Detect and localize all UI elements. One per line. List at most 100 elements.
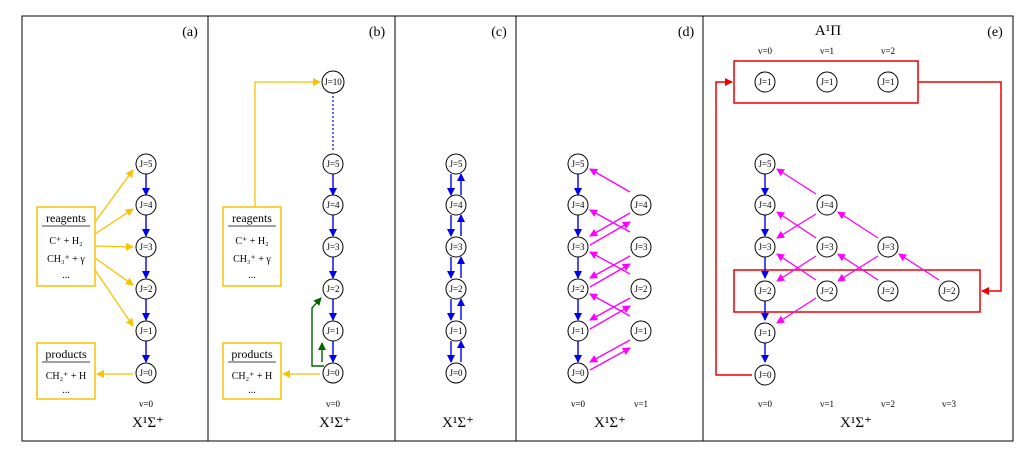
- level-j4: J=4: [445, 194, 467, 216]
- svg-text:J=3: J=3: [326, 242, 340, 252]
- v-label: v=0: [571, 399, 586, 409]
- state-label: X¹Σ⁺: [132, 415, 164, 431]
- svg-text:J=4: J=4: [449, 200, 463, 210]
- svg-text:J=3: J=3: [758, 242, 772, 252]
- svg-text:J=1: J=1: [571, 326, 584, 336]
- upper-v-label: v=0: [758, 46, 773, 56]
- v-label: v=1: [634, 399, 648, 409]
- v-label: v=0: [139, 399, 154, 409]
- vibrational-arrow: [589, 255, 631, 279]
- svg-text:J=4: J=4: [758, 200, 772, 210]
- level-j5: J=5: [567, 153, 589, 175]
- level-j0: J=0: [135, 362, 157, 384]
- products-line2: ...: [248, 385, 256, 396]
- level-j10: J=10: [321, 70, 345, 94]
- level-v1-j2: J=2: [816, 280, 838, 302]
- vibrational-arrow: [898, 253, 940, 281]
- reagents-line3: ...: [62, 270, 70, 281]
- state-label: X¹Σ⁺: [319, 415, 351, 431]
- svg-text:J=2: J=2: [942, 286, 955, 296]
- level-j1: J=1: [135, 320, 157, 342]
- svg-text:J=3: J=3: [139, 242, 153, 252]
- state-label: X¹Σ⁺: [594, 415, 626, 431]
- svg-text:J=2: J=2: [139, 284, 152, 294]
- reagents-box: [222, 206, 282, 287]
- level-j0: J=0: [322, 362, 344, 384]
- level-j3: J=3: [322, 236, 344, 258]
- products-title: products: [231, 347, 273, 361]
- reagents-line1: C⁺ + H₂: [49, 236, 82, 247]
- level-upper-v1-j1: J=1: [816, 71, 838, 93]
- svg-text:J=0: J=0: [571, 368, 585, 378]
- reagents-line1: C⁺ + H₂: [235, 236, 268, 247]
- level-j3: J=3: [567, 236, 589, 258]
- level-j2: J=2: [322, 278, 344, 300]
- level-j1: J=1: [445, 320, 467, 342]
- vibrational-arrow: [589, 305, 631, 330]
- svg-text:J=4: J=4: [326, 200, 340, 210]
- products-box: [222, 342, 282, 400]
- vibrational-arrow: [589, 212, 631, 237]
- svg-text:J=0: J=0: [449, 368, 463, 378]
- vibrational-arrow: [589, 263, 631, 288]
- svg-text:J=4: J=4: [634, 200, 648, 210]
- level-j3: J=3: [445, 236, 467, 258]
- level-v1-j4: J=4: [816, 194, 838, 216]
- level-j0: J=0: [567, 362, 589, 384]
- svg-text:J=1: J=1: [326, 326, 339, 336]
- panel-a: reagents C⁺ + H₂ CH₃⁺ + γ ... products C…: [36, 153, 164, 431]
- formation-arrow: [94, 242, 134, 251]
- state-label: X¹Σ⁺: [840, 415, 872, 431]
- decay-arrow: [918, 81, 1002, 295]
- panel-e-frame: [702, 15, 1014, 442]
- svg-text:J=5: J=5: [139, 159, 153, 169]
- level-v2-j2: J=2: [877, 280, 899, 302]
- panel-b: reagents C⁺ + H₂ CH₃⁺ + γ ... products C…: [222, 70, 351, 431]
- vibrational-arrow: [589, 339, 631, 363]
- svg-text:J=1: J=1: [820, 77, 833, 87]
- svg-text:J=1: J=1: [139, 326, 152, 336]
- vibrational-arrow: [776, 253, 817, 281]
- vibrational-arrow: [776, 213, 817, 239]
- panel-d: J=5 J=4 J=3 J=2 J=1 J=0 J=4 J=3 J=2 J=1 …: [567, 153, 652, 431]
- panel-e: A¹Π v=0 v=1 v=2 J=1 J=1 J=1 J=5 J=4 J=3: [715, 23, 1002, 431]
- level-v1-j1: J=1: [630, 320, 652, 342]
- vibrational-arrow: [837, 253, 879, 281]
- products-line2: ...: [62, 385, 70, 396]
- products-line1: CH₂⁺ + H: [232, 371, 273, 382]
- vibrational-arrow: [589, 293, 631, 317]
- svg-text:J=5: J=5: [326, 159, 340, 169]
- level-j2: J=2: [445, 278, 467, 300]
- svg-text:J=1: J=1: [758, 77, 771, 87]
- svg-text:J=2: J=2: [449, 284, 462, 294]
- level-j2: J=2: [754, 280, 776, 302]
- vibrational-arrow: [776, 211, 817, 239]
- level-j0: J=0: [445, 362, 467, 384]
- reagents-title: reagents: [46, 211, 86, 225]
- level-j2: J=2: [567, 278, 589, 300]
- svg-text:J=4: J=4: [571, 200, 585, 210]
- svg-text:J=0: J=0: [139, 368, 153, 378]
- vibrational-arrow: [589, 168, 631, 193]
- vibrational-arrow: [589, 209, 631, 233]
- products-box: [36, 342, 96, 400]
- level-upper-v0-j1: J=1: [754, 71, 776, 93]
- svg-text:J=0: J=0: [758, 370, 772, 380]
- panel-d-label: (d): [678, 25, 695, 40]
- level-j5: J=5: [322, 153, 344, 175]
- level-v1-j2: J=2: [630, 278, 652, 300]
- svg-text:J=5: J=5: [758, 159, 772, 169]
- panel-b-label: (b): [369, 25, 386, 40]
- reagents-title: reagents: [232, 211, 272, 225]
- level-v1-j3: J=3: [816, 236, 838, 258]
- vibrational-arrow: [589, 347, 631, 371]
- svg-text:J=4: J=4: [820, 200, 834, 210]
- vibrational-arrow: [776, 255, 817, 282]
- vibrational-arrow: [589, 221, 631, 246]
- upper-v-label: v=2: [881, 46, 895, 56]
- level-j2: J=2: [135, 278, 157, 300]
- panel-c-label: (c): [491, 25, 507, 40]
- level-j4: J=4: [567, 194, 589, 216]
- level-v1-j3: J=3: [630, 236, 652, 258]
- state-label: X¹Σ⁺: [442, 415, 474, 431]
